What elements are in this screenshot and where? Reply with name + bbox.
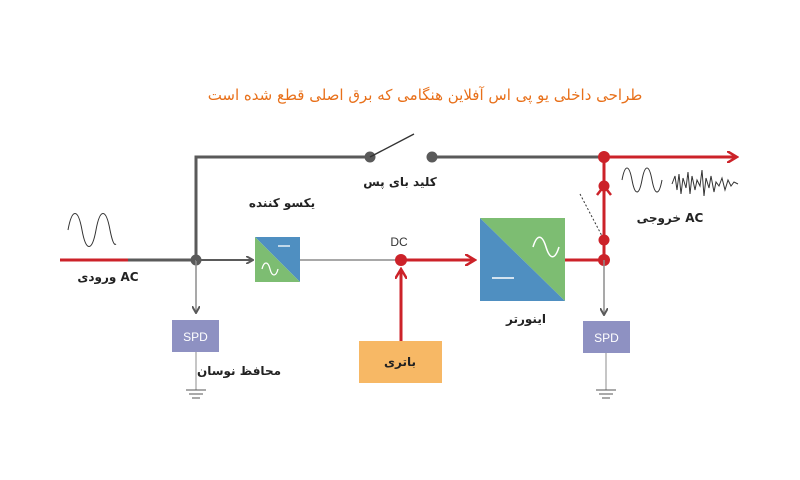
spd-output-box — [583, 321, 630, 353]
bypass-switch-icon[interactable] — [369, 133, 415, 158]
inverter-label: اینورتر — [505, 312, 546, 327]
noisy-wave-icon — [671, 169, 739, 197]
spd-input-label: SPD — [183, 330, 208, 344]
battery-label: باتری — [384, 355, 416, 369]
bypass-switch-label: کلید بای پس — [363, 175, 437, 189]
rectifier-block — [255, 237, 300, 282]
spd-output-label: SPD — [594, 331, 619, 345]
bypass-line-left — [194, 155, 370, 260]
output-sine-wave-icon — [621, 167, 663, 193]
battery-box — [359, 341, 442, 383]
output-riser-dot — [598, 180, 610, 192]
diagram-title: طراحی داخلی یو پی اس آفلاین هنگامی که بر… — [208, 86, 643, 105]
inverter-block — [480, 218, 565, 301]
surge-protector-label: محافظ نوسان — [197, 364, 281, 379]
dc-label: DC — [390, 235, 408, 249]
output-switch-dot — [598, 234, 610, 246]
ground-icon — [596, 389, 616, 399]
dc-junction-dot — [395, 254, 407, 266]
ground-icon — [186, 389, 206, 399]
rectifier-label: یکسو کننده — [249, 196, 315, 211]
input-sine-wave-icon — [67, 213, 117, 247]
ac-output-label: خروجی AC — [637, 211, 704, 226]
spd-input-box — [172, 320, 219, 352]
ac-input-label: ورودی AC — [77, 270, 138, 285]
transfer-switch-dashed — [579, 193, 603, 237]
